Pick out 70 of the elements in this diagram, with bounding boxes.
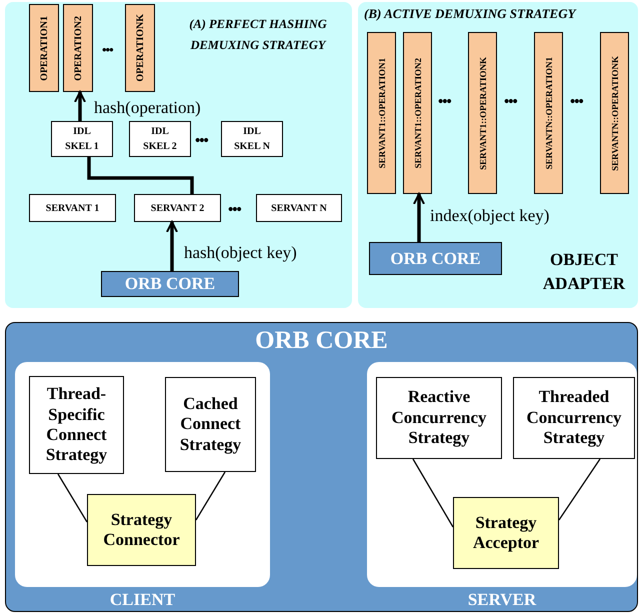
panel-heading: SERVER <box>466 590 538 610</box>
ellipsis-label: ••• <box>195 133 208 150</box>
operation-label: SERVANT1::OPERATIONK <box>478 56 488 170</box>
operation-box <box>29 4 59 92</box>
core-label: ORB CORE <box>124 274 216 294</box>
component-box <box>29 194 116 222</box>
arrow <box>74 91 86 121</box>
component-box <box>221 121 283 157</box>
operation-label: SERVANTN::OPERATIONK <box>610 56 620 170</box>
strategy-box <box>453 497 559 569</box>
component-label: SERVANT N <box>270 202 328 216</box>
panel-title: ORB CORE <box>254 327 389 355</box>
component-box <box>256 194 342 222</box>
component-label: SERVANT 2 <box>150 202 206 216</box>
orb-core-box <box>101 271 239 297</box>
component-label: IDL SKEL 1 <box>64 125 100 154</box>
connector-line <box>558 458 601 520</box>
component-box <box>51 121 113 157</box>
panel-title: (A) PERFECT HASHING DEMUXING STRATEGY <box>188 16 328 54</box>
operation-box <box>534 32 563 194</box>
operation-label: SERVANT1::OPERATION1 <box>376 58 386 168</box>
connector-line <box>412 458 454 528</box>
operation-box <box>367 32 396 194</box>
operation-box <box>403 32 432 194</box>
arrow <box>413 193 425 242</box>
component-label: IDL SKEL N <box>233 125 271 154</box>
strategy-box <box>513 377 635 459</box>
core-label: ORB CORE <box>390 248 481 268</box>
strategy-label: Cached Connect Strategy <box>178 394 242 456</box>
strategy-panel <box>5 2 352 308</box>
panel-title: (B) ACTIVE DEMUXING STRATEGY <box>364 6 578 22</box>
strategy-box <box>29 376 124 474</box>
edge-label: hash(object key) <box>182 243 299 263</box>
operation-box <box>468 32 497 194</box>
ellipsis-label: ••• <box>438 94 451 111</box>
edge-label: hash(operation) <box>92 98 203 118</box>
strategy-box <box>165 377 256 472</box>
strategy-label: Thread-Specific Connect Strategy <box>44 384 108 466</box>
strategy-label: Threaded Concurrency Strategy <box>525 387 623 449</box>
component-label: IDL SKEL 2 <box>142 125 178 154</box>
strategy-box <box>376 377 502 459</box>
strategy-label: Strategy Connector <box>102 510 181 550</box>
ellipsis-label: ••• <box>228 202 241 219</box>
ellipsis-label: ••• <box>570 94 583 111</box>
connector-line <box>87 157 194 194</box>
operation-box <box>125 4 155 92</box>
component-box <box>129 121 191 157</box>
strategy-label: Reactive Concurrency Strategy <box>390 387 488 449</box>
panel-heading: OBJECT ADAPTER <box>542 249 626 295</box>
operation-label: OPERATIONK <box>134 14 146 82</box>
operation-box <box>600 32 629 194</box>
connector-line <box>195 472 226 520</box>
arrow <box>166 221 178 271</box>
orb-core-box <box>369 242 502 275</box>
edge-label: index(object key) <box>428 206 552 226</box>
operation-label: OPERATION1 <box>38 16 50 80</box>
operation-box <box>63 4 93 92</box>
ellipsis-label: ••• <box>504 94 517 111</box>
orb-core-panel <box>5 322 638 612</box>
strategy-label: Strategy Acceptor <box>472 512 540 554</box>
connector-line <box>57 474 88 522</box>
ellipsis-label: ••• <box>102 42 113 58</box>
operation-label: SERVANT1::OPERATION2 <box>412 58 422 168</box>
strategy-panel <box>358 2 638 308</box>
operation-label: OPERATION2 <box>72 16 84 80</box>
operation-label: SERVANTN::OPERATION1 <box>544 56 554 170</box>
component-box <box>134 194 221 222</box>
strategy-box <box>87 494 196 566</box>
panel-heading: CLIENT <box>108 590 176 610</box>
component-label: SERVANT 1 <box>44 202 100 216</box>
